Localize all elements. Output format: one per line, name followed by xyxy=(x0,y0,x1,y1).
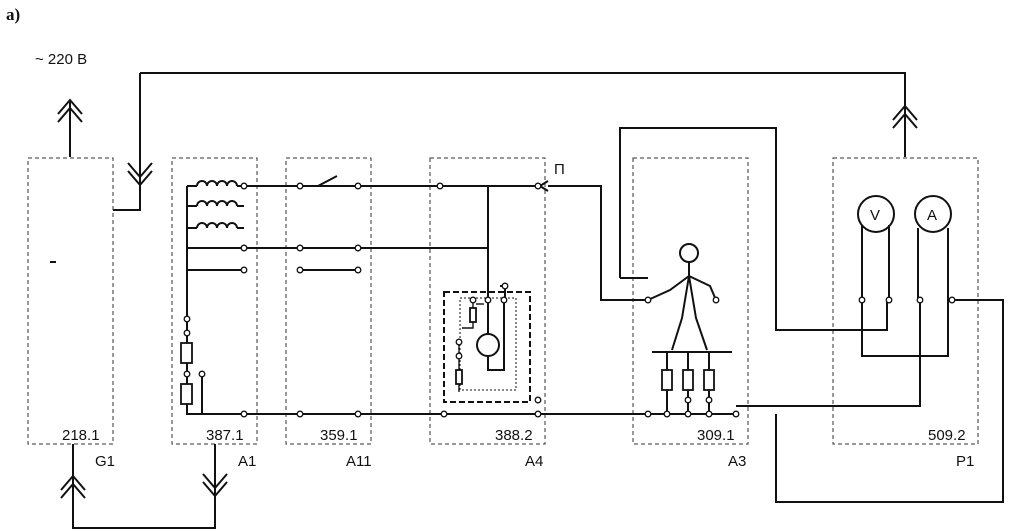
module-box-g1 xyxy=(27,157,114,445)
module-code: 359.1 xyxy=(320,427,358,444)
switch-label: П xyxy=(554,161,565,178)
plug-down-icon xyxy=(202,473,228,498)
motor-symbol xyxy=(476,333,500,357)
human-body-model xyxy=(619,127,888,414)
resistor-symbol xyxy=(469,307,477,323)
meter-symbol: V xyxy=(870,207,880,224)
resistor-symbol xyxy=(180,383,193,405)
plug-up-icon xyxy=(60,444,216,529)
module-box-a4 xyxy=(429,157,546,445)
plug-up-icon xyxy=(140,72,918,157)
a11-switch xyxy=(300,175,338,187)
meter-symbol: A xyxy=(927,207,937,224)
module-labels: 218.1 G1 387.1 A1 359.1 A11 388.2 A4 309… xyxy=(62,427,974,470)
module-name: A4 xyxy=(525,453,543,470)
figure-label: a) xyxy=(6,5,20,24)
module-name: P1 xyxy=(956,453,974,470)
resistor-symbol xyxy=(180,342,193,364)
a4-wiring xyxy=(440,185,538,298)
voltmeter-icon xyxy=(857,195,895,233)
module-name: A11 xyxy=(346,453,372,470)
terminals xyxy=(183,182,956,418)
module-name: A3 xyxy=(728,453,746,470)
module-code: 309.1 xyxy=(697,427,735,444)
supply-voltage-label: ~ 220 B xyxy=(35,51,87,68)
resistor-symbol xyxy=(455,369,463,385)
module-code: 218.1 xyxy=(62,427,100,444)
plug-up-icon xyxy=(57,98,83,157)
module-code: 387.1 xyxy=(206,427,244,444)
a1-windings xyxy=(186,180,440,319)
person-head-icon xyxy=(679,243,699,263)
resistor-symbol xyxy=(682,369,694,391)
p1-meters: V A xyxy=(736,195,1004,503)
resistor-symbol xyxy=(703,369,715,391)
module-code: 509.2 xyxy=(928,427,966,444)
module-name: A1 xyxy=(238,453,256,470)
module-code: 388.2 xyxy=(495,427,533,444)
switch-lead xyxy=(539,180,648,301)
connector-plugs xyxy=(50,72,918,529)
resistor-symbol xyxy=(661,369,673,391)
ammeter-icon xyxy=(914,195,952,233)
a4-inner-device xyxy=(443,291,531,403)
plug-down-icon xyxy=(113,73,153,211)
module-name: G1 xyxy=(95,453,115,470)
module-box-a11 xyxy=(285,157,372,445)
